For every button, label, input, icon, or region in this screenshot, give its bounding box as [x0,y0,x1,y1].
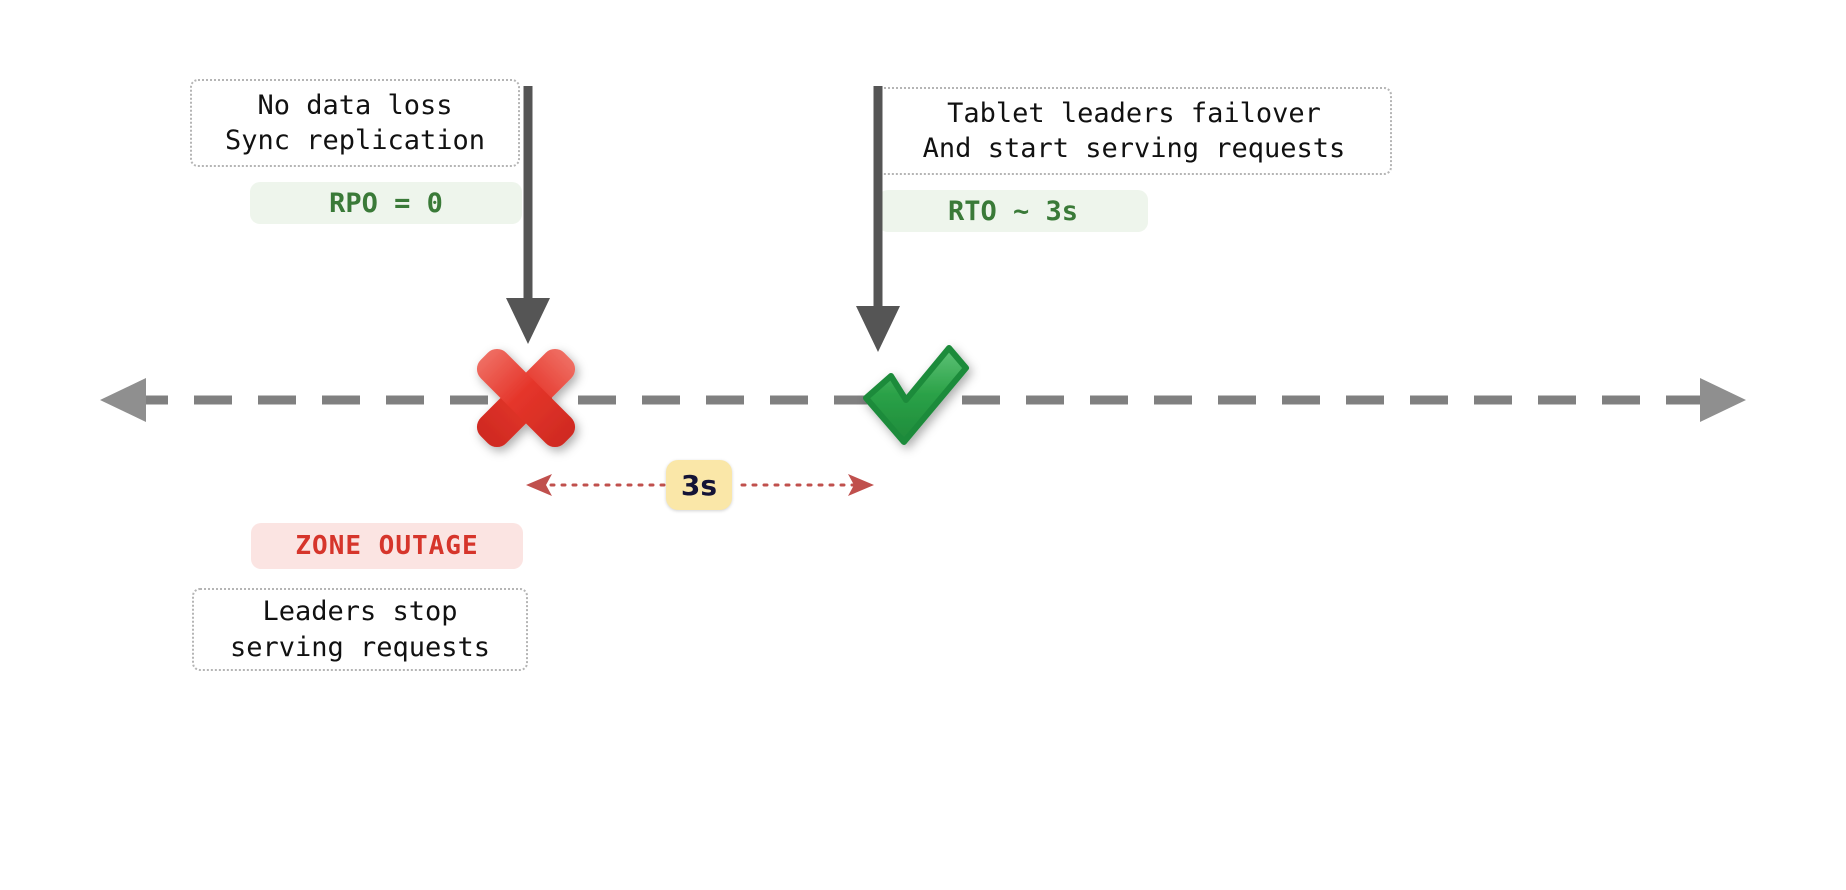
note-line: serving requests [229,631,491,663]
duration-badge: 3s [666,460,732,510]
rto-badge: RTO ~ 3s [878,190,1148,232]
rto-badge-label: RTO ~ 3s [947,195,1079,227]
timeline-arrowhead-left [100,378,146,422]
duration-badge-label: 3s [680,468,718,502]
recovery-duration-measure [526,474,874,496]
cross-mark-icon [476,348,576,448]
leaders-stop-note: Leaders stop serving requests [192,588,528,671]
rpo-badge-label: RPO = 0 [329,187,443,219]
note-line: Leaders stop [262,596,458,628]
check-mark-icon [863,345,969,445]
no-data-loss-note: No data loss Sync replication [190,79,520,167]
tablet-failover-note: Tablet leaders failover And start servin… [876,87,1392,175]
note-line: Tablet leaders failover [947,97,1321,129]
recovery-drop-arrow [856,86,900,352]
note-line: Sync replication [224,125,486,156]
note-line: No data loss [257,89,453,121]
duration-arrowhead-right [848,474,874,496]
zone-outage-badge: ZONE OUTAGE [251,523,523,569]
failure-drop-arrow [506,86,550,344]
note-line: And start serving requests [922,133,1346,164]
rpo-badge: RPO = 0 [250,182,522,224]
timeline-arrowhead-right [1700,378,1746,422]
zone-outage-badge-label: ZONE OUTAGE [295,531,479,561]
duration-arrowhead-left [526,474,552,496]
